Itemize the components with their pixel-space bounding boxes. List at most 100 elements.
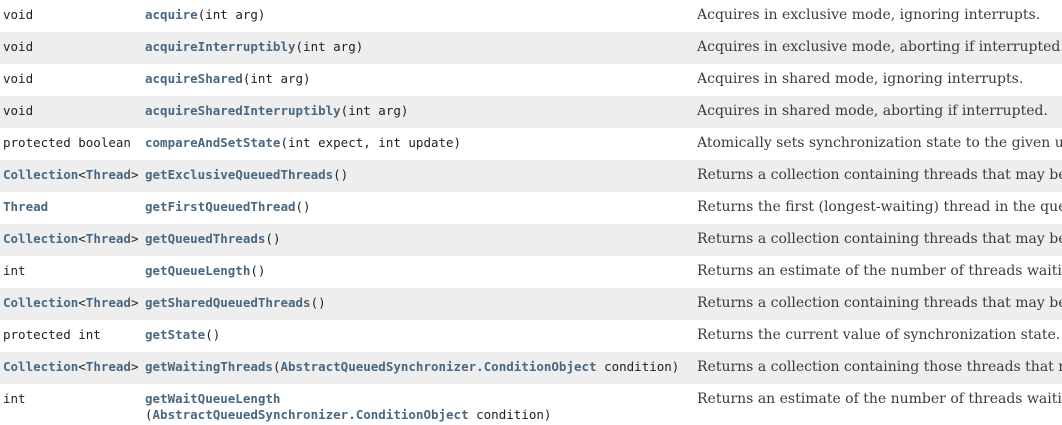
signature-text: condition) xyxy=(468,407,552,422)
method-cell: acquireInterruptibly(int arg) xyxy=(145,32,697,57)
type-text: void xyxy=(3,39,34,54)
method-link[interactable]: getQueuedThreads xyxy=(145,231,266,246)
method-link[interactable]: getState xyxy=(145,327,206,342)
modifier-type-cell: int xyxy=(0,384,145,409)
method-cell: getWaitQueueLength(AbstractQueuedSynchro… xyxy=(145,384,697,425)
modifier-type-cell: int xyxy=(0,256,145,281)
modifier-type-cell: void xyxy=(0,0,145,25)
type-text: protected boolean xyxy=(3,135,131,150)
method-link[interactable]: acquireInterruptibly xyxy=(145,39,296,54)
method-link[interactable]: compareAndSetState xyxy=(145,135,281,150)
type-text: > xyxy=(130,359,139,374)
modifier-type-cell: protected int xyxy=(0,320,145,345)
type-text: < xyxy=(78,167,86,182)
signature-text: ( xyxy=(145,407,153,422)
signature-text: () xyxy=(265,231,281,246)
method-link[interactable]: getWaitQueueLength xyxy=(145,391,281,406)
method-link[interactable]: getExclusiveQueuedThreads xyxy=(145,167,334,182)
signature-text: (int arg) xyxy=(340,103,409,118)
param-type-link[interactable]: AbstractQueuedSynchronizer.ConditionObje… xyxy=(152,407,469,422)
signature-text: () xyxy=(205,327,221,342)
signature-text: (int arg) xyxy=(242,71,311,86)
method-cell: acquireShared(int arg) xyxy=(145,64,697,89)
table-row: Collection<Thread>getSharedQueuedThreads… xyxy=(0,288,1062,320)
method-link[interactable]: getFirstQueuedThread xyxy=(145,199,296,214)
type-text: void xyxy=(3,103,34,118)
method-link[interactable]: acquire xyxy=(145,7,198,22)
method-link[interactable]: getQueueLength xyxy=(145,263,251,278)
method-description: Returns an estimate of the number of thr… xyxy=(697,263,1062,279)
type-link[interactable]: Thread xyxy=(85,231,131,246)
type-link[interactable]: Thread xyxy=(3,199,49,214)
method-link[interactable]: getSharedQueuedThreads xyxy=(145,295,311,310)
table-row: Collection<Thread>getQueuedThreads()Retu… xyxy=(0,224,1062,256)
param-type-link[interactable]: AbstractQueuedSynchronizer.ConditionObje… xyxy=(280,359,597,374)
type-link[interactable]: Collection xyxy=(3,295,79,310)
type-link[interactable]: Thread xyxy=(85,359,131,374)
modifier-type-cell: void xyxy=(0,96,145,121)
modifier-type-cell: Collection<Thread> xyxy=(0,288,145,313)
method-link[interactable]: acquireSharedInterruptibly xyxy=(145,103,341,118)
type-text: < xyxy=(78,295,86,310)
type-text: < xyxy=(78,359,86,374)
modifier-type-cell: Collection<Thread> xyxy=(0,160,145,185)
method-cell: getQueuedThreads() xyxy=(145,224,697,249)
method-description: Returns the first (longest-waiting) thre… xyxy=(697,199,1062,215)
method-description: Returns the current value of synchroniza… xyxy=(697,327,1061,343)
modifier-type-cell: Collection<Thread> xyxy=(0,224,145,249)
modifier-type-cell: void xyxy=(0,64,145,89)
method-cell: getExclusiveQueuedThreads() xyxy=(145,160,697,185)
table-row: void acquire(int arg) Acquires in exclusiv… xyxy=(0,0,1062,32)
method-description: Atomically sets synchronization state to… xyxy=(697,135,1062,151)
method-link[interactable]: acquireShared xyxy=(145,71,243,86)
type-text: < xyxy=(78,231,86,246)
method-cell: getFirstQueuedThread() xyxy=(145,192,697,217)
signature-text: condition) xyxy=(596,359,680,374)
signature-text: () xyxy=(310,295,326,310)
signature-text: () xyxy=(250,263,266,278)
signature-text: (int arg) xyxy=(197,7,266,22)
method-cell: acquireSharedInterruptibly(int arg) xyxy=(145,96,697,121)
type-link[interactable]: Thread xyxy=(85,295,131,310)
method-description: Returns a collection containing threads … xyxy=(697,167,1062,183)
table-row: protected boolean compareAndSetState(int … xyxy=(0,128,1062,160)
signature-text: (int expect, int update) xyxy=(280,135,462,150)
method-description: Returns a collection containing those th… xyxy=(697,359,1062,375)
signature-text: (int arg) xyxy=(295,39,364,54)
type-link[interactable]: Collection xyxy=(3,167,79,182)
method-cell: getState() xyxy=(145,320,697,345)
method-cell: compareAndSetState(int expect, int updat… xyxy=(145,128,697,153)
signature-text: ( xyxy=(272,359,281,374)
signature-text: () xyxy=(333,167,349,182)
modifier-type-cell: Collection<Thread> xyxy=(0,352,145,377)
type-text: void xyxy=(3,7,34,22)
type-text: > xyxy=(130,295,139,310)
method-description: Acquires in exclusive mode, aborting if … xyxy=(697,39,1062,55)
modifier-type-cell: protected boolean xyxy=(0,128,145,153)
type-text: void xyxy=(3,71,34,86)
method-description: Acquires in shared mode, aborting if int… xyxy=(697,103,1048,119)
type-link[interactable]: Collection xyxy=(3,231,79,246)
method-cell: getQueueLength() xyxy=(145,256,697,281)
type-text: > xyxy=(130,167,139,182)
method-link[interactable]: getWaitingThreads xyxy=(145,359,273,374)
type-text: > xyxy=(130,231,139,246)
type-link[interactable]: Thread xyxy=(85,167,131,182)
modifier-type-cell: Thread xyxy=(0,192,145,217)
signature-text: () xyxy=(295,199,311,214)
method-description: Acquires in exclusive mode, ignoring int… xyxy=(697,7,1041,23)
type-link[interactable]: Collection xyxy=(3,359,79,374)
method-description: Acquires in shared mode, ignoring interr… xyxy=(697,71,1024,87)
type-text: protected int xyxy=(3,327,101,342)
method-cell: getWaitingThreads(AbstractQueuedSynchron… xyxy=(145,352,697,377)
type-text: int xyxy=(3,263,26,278)
method-cell: getSharedQueuedThreads() xyxy=(145,288,697,313)
